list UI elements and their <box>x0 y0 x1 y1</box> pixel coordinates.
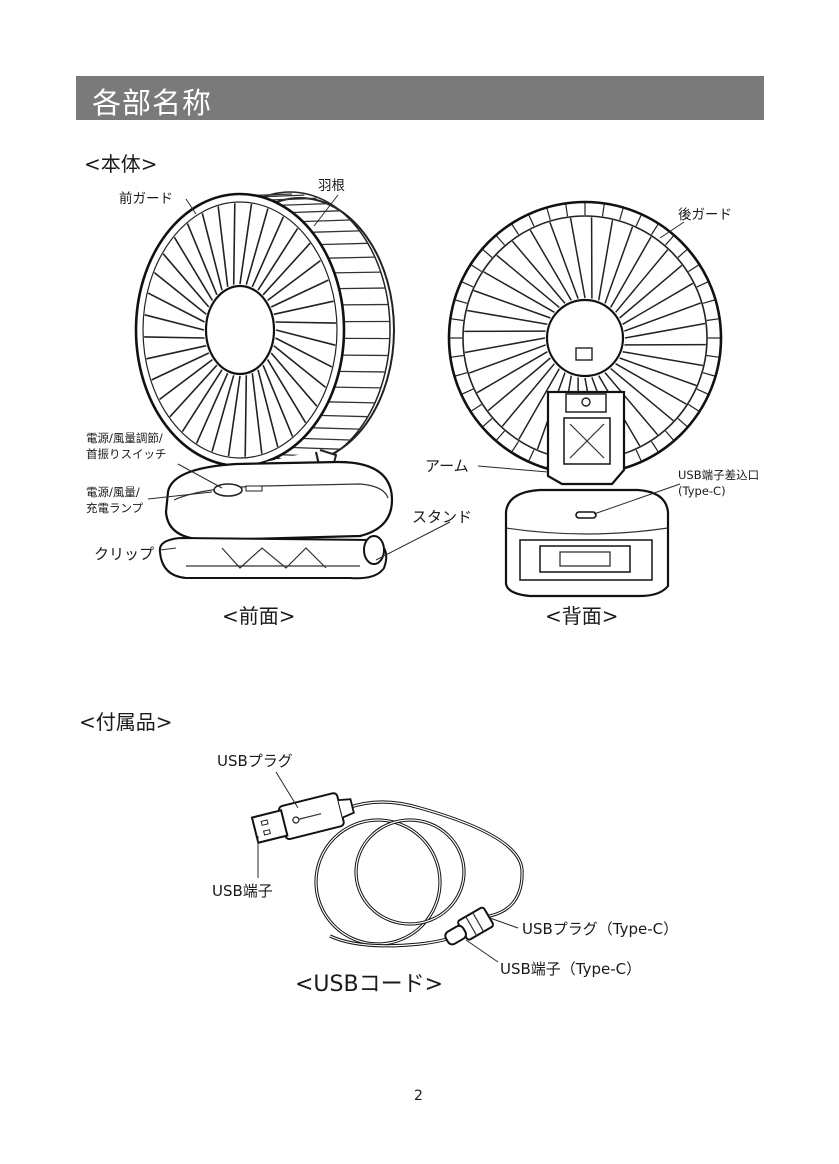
label-usb-terminal: USB端子 <box>212 880 273 901</box>
label-usb-plug-typec: USBプラグ（Type-C） <box>522 918 678 939</box>
label-usb-plug: USBプラグ <box>217 750 293 771</box>
page-number: 2 <box>414 1088 423 1104</box>
caption-usb-cord: <USBコード> <box>295 966 443 998</box>
label-usb-terminal-typec: USB端子（Type-C） <box>500 958 641 979</box>
